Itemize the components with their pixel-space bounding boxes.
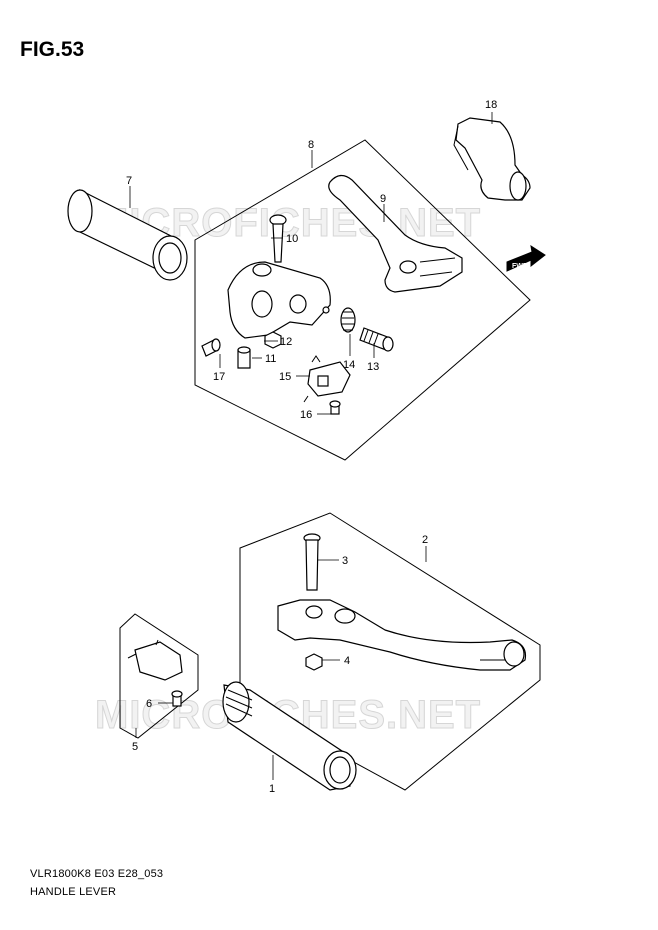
cover-18 bbox=[453, 117, 531, 201]
callout-1: 1 bbox=[269, 783, 275, 795]
pin-3 bbox=[303, 533, 321, 591]
assembly-frame-upper bbox=[194, 139, 531, 461]
nut-4 bbox=[305, 653, 323, 671]
callout-2: 2 bbox=[422, 534, 428, 546]
callout-3: 3 bbox=[342, 555, 348, 567]
callout-6: 6 bbox=[146, 698, 152, 710]
callout-16: 16 bbox=[300, 409, 312, 421]
lever-holder-8 bbox=[227, 261, 331, 339]
callout-12: 12 bbox=[280, 336, 292, 348]
screw-6 bbox=[171, 690, 183, 707]
callout-18: 18 bbox=[485, 99, 497, 111]
nut-12 bbox=[264, 331, 282, 349]
callout-5: 5 bbox=[132, 741, 138, 753]
callout-17: 17 bbox=[213, 371, 225, 383]
footer-diagram-code: VLR1800K8 E03 E28_053 bbox=[30, 868, 164, 880]
fwd-arrow-icon: FWD bbox=[506, 244, 546, 272]
screw-17 bbox=[201, 338, 221, 357]
figure-title: FIG.53 bbox=[20, 38, 85, 61]
footer-diagram-name: HANDLE LEVER bbox=[30, 886, 117, 898]
assembly-frame-5 bbox=[119, 613, 199, 739]
callout-10: 10 bbox=[286, 233, 298, 245]
callout-15: 15 bbox=[279, 371, 291, 383]
throttle-grip-1 bbox=[222, 681, 357, 791]
switch-15 bbox=[303, 355, 351, 403]
callout-4: 4 bbox=[344, 655, 350, 667]
adjuster-14 bbox=[340, 307, 356, 333]
screw-16 bbox=[329, 400, 341, 415]
callout-11: 11 bbox=[265, 353, 276, 365]
switch-5 bbox=[127, 639, 183, 681]
svg-text:FWD: FWD bbox=[512, 263, 528, 270]
lever-9 bbox=[328, 174, 463, 293]
pin-10 bbox=[269, 214, 287, 263]
bolt-13 bbox=[359, 327, 394, 352]
leader-lines bbox=[129, 112, 493, 780]
callout-7: 7 bbox=[126, 175, 132, 187]
callout-13: 13 bbox=[367, 361, 379, 373]
callout-9: 9 bbox=[380, 193, 386, 205]
callout-8: 8 bbox=[308, 139, 314, 151]
collar-11 bbox=[237, 346, 251, 369]
lever-2 bbox=[277, 599, 527, 671]
grip-7 bbox=[67, 189, 188, 281]
callout-14: 14 bbox=[343, 359, 355, 371]
